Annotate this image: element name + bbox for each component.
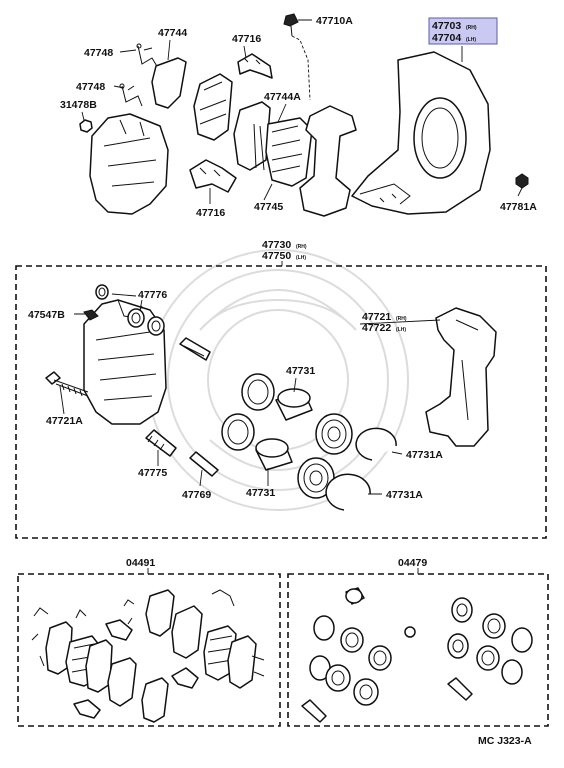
label-47769: 47769 [182,489,211,501]
pad-kit-box [17,573,281,727]
piston-seal-middle-left [221,413,255,451]
slide-pin-boot [145,429,177,457]
label-04491: 04491 [126,557,155,569]
label-47748-a: 47748 [84,47,113,59]
bolt-47710a [283,13,299,37]
label-47722-suffix: (LH) [396,327,406,333]
anti-rattle-spring-top [237,53,273,79]
label-47710a: 47710A [316,15,353,27]
label-47704-suffix: (LH) [466,37,476,43]
piston-top [275,388,313,421]
label-47775: 47775 [138,467,167,479]
part-highlight [428,17,498,45]
nut-47781a [515,173,529,189]
label-47776: 47776 [138,289,167,301]
label-47721a: 47721A [46,415,83,427]
piston-bottom [255,438,293,471]
label-47731a-b: 47731A [386,489,423,501]
label-47745: 47745 [254,201,283,213]
leader-lines-box [59,293,441,495]
label-47716-top: 47716 [232,33,261,45]
label-47722: 47722 [362,322,391,334]
label-47703: 47703 [432,20,461,32]
anti-squeal-clip-lower [119,83,143,107]
label-47704: 47704 [432,32,461,44]
snap-ring-upper [355,427,397,461]
anti-squeal-shim [151,57,187,109]
label-47750-suffix: (LH) [296,255,306,261]
label-47730: 47730 [262,239,291,251]
label-47748-b: 47748 [76,81,105,93]
label-47547b: 47547B [28,309,65,321]
label-47721: 47721 [362,311,391,323]
label-47731-bottom: 47731 [246,487,275,499]
cylinder-cap-b [147,316,165,336]
slide-pin [179,337,211,361]
pad-kit-contents [31,589,265,723]
seal-kit-contents [301,587,533,723]
label-47744: 47744 [158,27,187,39]
anti-rattle-spring-bottom [189,159,237,193]
slide-sleeve [189,451,219,477]
reference-code: MC J323-A [478,735,532,747]
bleeder-plug [83,309,99,321]
label-31478b: 31478B [60,99,97,111]
leader-lines-top [81,19,523,204]
anti-squeal-clip-upper [136,43,159,69]
label-47716-bottom: 47716 [196,207,225,219]
inner-brake-pad [193,73,233,141]
mounting-bracket-top [299,105,357,217]
bleeder-cap [95,284,109,300]
piston-seal-upper-left [241,373,275,411]
nut-31478b [79,119,93,133]
mounting-bracket [425,307,497,447]
cylinder-cap-a [127,308,145,328]
caliper-body-top [89,113,169,215]
outer-brake-pad [233,101,313,187]
label-04479: 04479 [398,557,427,569]
label-47730-suffix: (RH) [296,244,307,250]
label-47731-top: 47731 [286,365,315,377]
label-47744a: 47744A [264,91,301,103]
caliper-body [83,299,167,425]
label-47781a: 47781A [500,201,537,213]
snap-ring-lower [325,473,371,511]
bolt-guide-line [291,35,311,101]
piston-boot-upper-right [315,413,353,455]
caliper-assembly-box [15,265,547,539]
disc-dust-cover [351,51,491,215]
label-47703-suffix: (RH) [466,25,477,31]
caliper-bolt [45,371,89,397]
watermark-emblem [147,249,409,511]
label-47721-suffix: (RH) [396,316,407,322]
label-47731a-a: 47731A [406,449,443,461]
seal-kit-box [287,573,549,727]
label-47750: 47750 [262,250,291,262]
